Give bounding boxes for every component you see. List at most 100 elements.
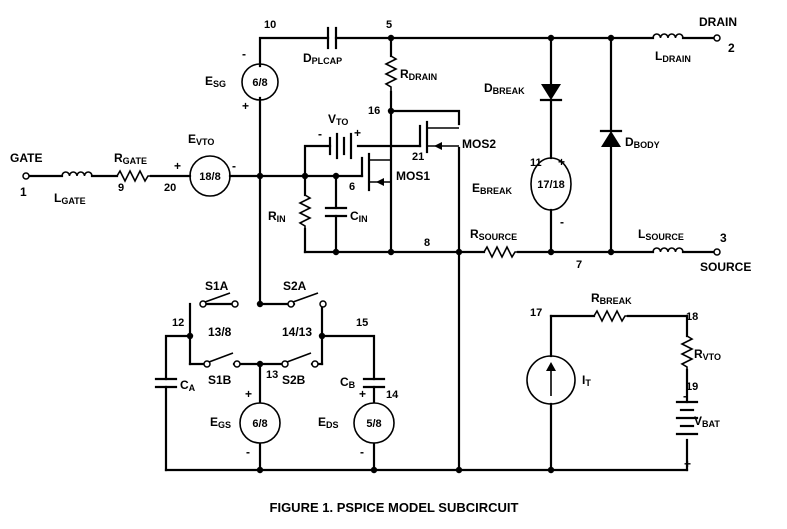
svg-text:LGATE: LGATE bbox=[54, 191, 86, 206]
svg-text:EGS: EGS bbox=[210, 415, 231, 430]
source-e-ds: 5/8 EDS + - bbox=[318, 387, 395, 459]
node-label: 18 bbox=[686, 311, 698, 323]
node-label: 15 bbox=[356, 317, 368, 329]
svg-text:-: - bbox=[360, 445, 364, 459]
svg-text:EDS: EDS bbox=[318, 415, 339, 430]
node-label: 10 bbox=[264, 19, 276, 31]
battery-v-bat: VBAT - + bbox=[675, 389, 720, 471]
resistor-r-break: RBREAK bbox=[591, 291, 632, 323]
switch-s2a: S2A 14/13 bbox=[282, 279, 327, 339]
battery-v-to: VTO - + bbox=[318, 112, 361, 160]
drain-pin-number: 2 bbox=[728, 41, 735, 55]
svg-text:-: - bbox=[242, 47, 246, 61]
svg-text:-: - bbox=[246, 445, 250, 459]
svg-text:+: + bbox=[354, 126, 361, 140]
svg-text:+: + bbox=[174, 159, 181, 173]
junction-dots bbox=[186, 34, 615, 474]
figure-caption: FIGURE 1. PSPICE MODEL SUBCIRCUIT bbox=[270, 500, 519, 515]
gate-pin-number: 1 bbox=[20, 185, 27, 199]
e-vto-value: 18/8 bbox=[199, 171, 220, 183]
node-label: 8 bbox=[424, 237, 430, 249]
source-pin-name: SOURCE bbox=[700, 260, 751, 274]
svg-text:DBREAK: DBREAK bbox=[484, 81, 525, 96]
svg-text:DBODY: DBODY bbox=[625, 135, 660, 150]
svg-text:LSOURCE: LSOURCE bbox=[638, 227, 684, 242]
svg-text:CB: CB bbox=[340, 375, 356, 390]
node-label: 13 bbox=[266, 369, 278, 381]
capacitor-d-plcap: DPLCAP bbox=[303, 26, 342, 66]
switch-s1a: S1A 13/8 bbox=[199, 279, 239, 339]
gate-pin: GATE 1 bbox=[10, 151, 42, 199]
svg-text:-: - bbox=[560, 215, 564, 229]
node-label: 12 bbox=[172, 317, 184, 329]
capacitor-c-a: CA bbox=[154, 377, 196, 393]
node-label: 21 bbox=[412, 151, 424, 163]
svg-text:EVTO: EVTO bbox=[188, 132, 214, 147]
capacitor-c-in: CIN bbox=[324, 206, 368, 224]
inductor-l-gate: LGATE bbox=[54, 171, 93, 206]
resistor-r-source: RSOURCE bbox=[470, 227, 518, 259]
s2a-value: 14/13 bbox=[282, 325, 312, 339]
drain-pin: DRAIN 2 bbox=[699, 15, 737, 55]
node-label: 11 bbox=[530, 157, 542, 169]
svg-text:+: + bbox=[245, 387, 252, 401]
svg-text:-: - bbox=[318, 127, 322, 141]
resistor-r-vto: RVTO bbox=[680, 335, 721, 370]
s2a-label: S2A bbox=[283, 279, 307, 293]
svg-text:VBAT: VBAT bbox=[694, 414, 720, 429]
source-pin: 3 SOURCE bbox=[700, 231, 751, 274]
svg-text:-: - bbox=[232, 159, 236, 173]
svg-text:CA: CA bbox=[180, 378, 196, 393]
source-pin-number: 3 bbox=[720, 231, 727, 245]
source-e-gs: 6/8 EGS + - bbox=[210, 387, 281, 459]
gate-pin-name: GATE bbox=[10, 151, 42, 165]
current-source-i-t: IT bbox=[526, 355, 591, 405]
svg-text:+: + bbox=[558, 155, 565, 169]
inductor-l-source: LSOURCE bbox=[638, 227, 684, 253]
s1a-label: S1A bbox=[205, 279, 229, 293]
svg-text:VTO: VTO bbox=[328, 112, 348, 127]
node-label: 7 bbox=[576, 259, 582, 271]
node-label: 5 bbox=[386, 19, 392, 31]
svg-text:+: + bbox=[242, 99, 249, 113]
node-label: 19 bbox=[686, 381, 698, 393]
s1b-label: S1B bbox=[208, 373, 232, 387]
svg-text:RBREAK: RBREAK bbox=[591, 291, 632, 306]
inductor-l-drain: LDRAIN bbox=[652, 33, 691, 64]
svg-text:-: - bbox=[683, 389, 687, 403]
s2b-label: S2B bbox=[282, 373, 306, 387]
svg-text:LDRAIN: LDRAIN bbox=[655, 49, 691, 64]
node-label: 16 bbox=[368, 105, 380, 117]
s1a-value: 13/8 bbox=[208, 325, 232, 339]
switch-s2b: S2B bbox=[281, 352, 319, 387]
svg-text:RIN: RIN bbox=[268, 209, 286, 224]
svg-text:ESG: ESG bbox=[205, 74, 226, 89]
e-gs-value: 6/8 bbox=[252, 418, 267, 430]
svg-text:CIN: CIN bbox=[350, 209, 368, 224]
resistor-r-gate: RGATE bbox=[114, 151, 151, 183]
e-ds-value: 5/8 bbox=[366, 418, 381, 430]
node-label: 17 bbox=[530, 307, 542, 319]
mosfet-mos2: MOS2 bbox=[418, 120, 496, 154]
svg-text:+: + bbox=[359, 387, 366, 401]
node-label: 14 bbox=[386, 389, 399, 401]
svg-text:RSOURCE: RSOURCE bbox=[470, 227, 517, 242]
resistor-r-drain: RDRAIN bbox=[384, 55, 437, 92]
svg-text:DPLCAP: DPLCAP bbox=[303, 51, 342, 66]
svg-text:EBREAK: EBREAK bbox=[472, 181, 513, 196]
wiring bbox=[27, 36, 715, 472]
diode-d-break: DBREAK bbox=[484, 81, 563, 102]
switch-s1b: S1B bbox=[203, 352, 241, 387]
e-sg-value: 6/8 bbox=[252, 77, 267, 89]
node-label: 6 bbox=[349, 181, 355, 193]
node-label: 9 bbox=[118, 182, 124, 194]
source-e-sg: 6/8 ESG - + bbox=[205, 47, 279, 113]
capacitor-c-b: CB bbox=[340, 375, 386, 390]
drain-pin-name: DRAIN bbox=[699, 15, 737, 29]
e-break-value: 17/18 bbox=[537, 179, 565, 191]
source-e-vto: 18/8 EVTO + - bbox=[174, 132, 236, 197]
node-label: 20 bbox=[164, 182, 176, 194]
node-labels: 10 5 16 20 9 6 21 11 8 7 12 15 13 14 17 … bbox=[118, 19, 698, 401]
svg-text:+: + bbox=[684, 457, 691, 471]
